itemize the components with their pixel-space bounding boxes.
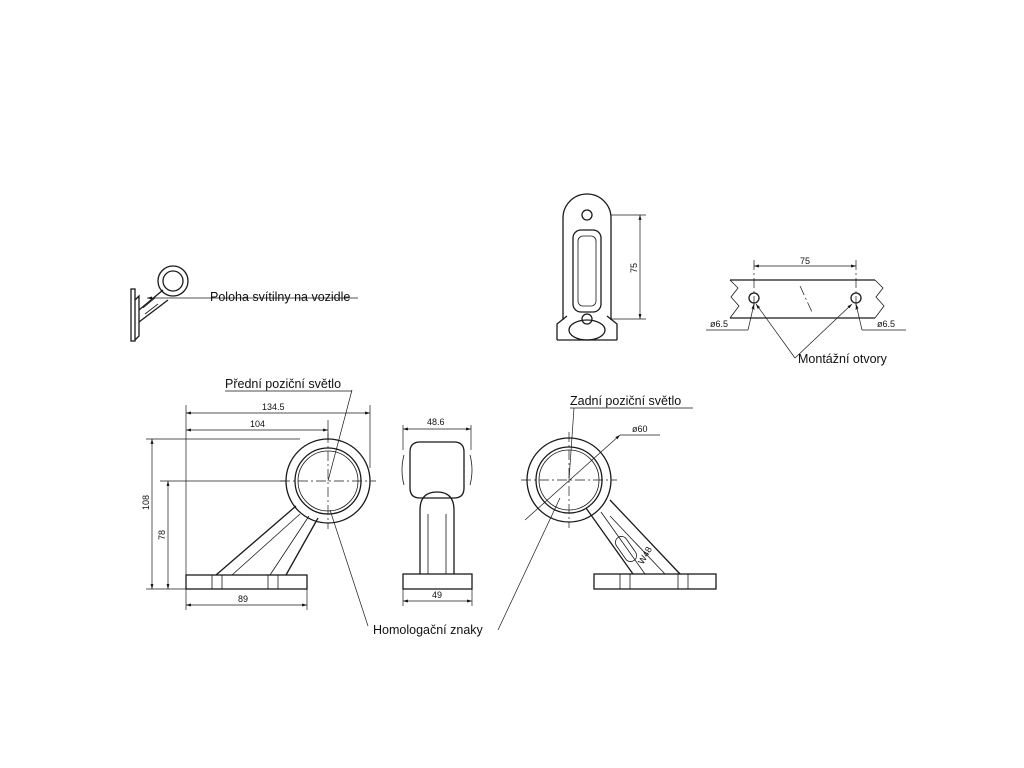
side-view: 48.6 49 <box>401 417 473 606</box>
rear-light-label: Zadní poziční světlo <box>570 394 681 408</box>
homologation-label: Homologační znaky <box>373 623 484 637</box>
front-view: 134.5 104 108 78 89 Přední poziční světl… <box>141 377 376 610</box>
base-length-dim: 89 <box>238 594 248 604</box>
mount-plate-side <box>130 288 136 342</box>
front-width-dim: 104 <box>250 419 265 429</box>
mounting-holes-label: Montážní otvory <box>798 352 888 366</box>
rear-plate-view: 75 <box>556 193 646 341</box>
side-width-top-dim: 48.6 <box>427 417 445 427</box>
hole-diameter-left-dim: ø6.5 <box>710 319 728 329</box>
mounting-holes-view: 75 ø6.5 ø6.5 Montážní otvory <box>706 256 906 366</box>
vehicle-position-view: Poloha svítilny na vozidle <box>130 265 358 342</box>
side-base <box>402 573 473 590</box>
homologation-stamp: W48 <box>636 545 654 566</box>
front-light-label: Přední poziční světlo <box>225 377 341 391</box>
front-height-dim: 78 <box>157 530 167 540</box>
rear-view: W48 ø60 Zadní poziční světlo <box>521 394 717 590</box>
front-base <box>185 574 308 590</box>
lamp-head-circle <box>157 265 189 297</box>
vehicle-position-label: Poloha svítilny na vozidle <box>210 290 350 304</box>
plate-height-dim: 75 <box>629 263 639 273</box>
front-height-total-dim: 108 <box>141 495 151 510</box>
homologation-callout: Homologační znaky <box>329 497 561 637</box>
side-width-base-dim: 49 <box>432 590 442 600</box>
hole-spacing-dim: 75 <box>800 256 810 266</box>
hole-diameter-right-dim: ø6.5 <box>877 319 895 329</box>
front-width-total-dim: 134.5 <box>262 402 285 412</box>
rear-base <box>593 573 717 590</box>
lens-diameter-dim: ø60 <box>632 424 648 434</box>
